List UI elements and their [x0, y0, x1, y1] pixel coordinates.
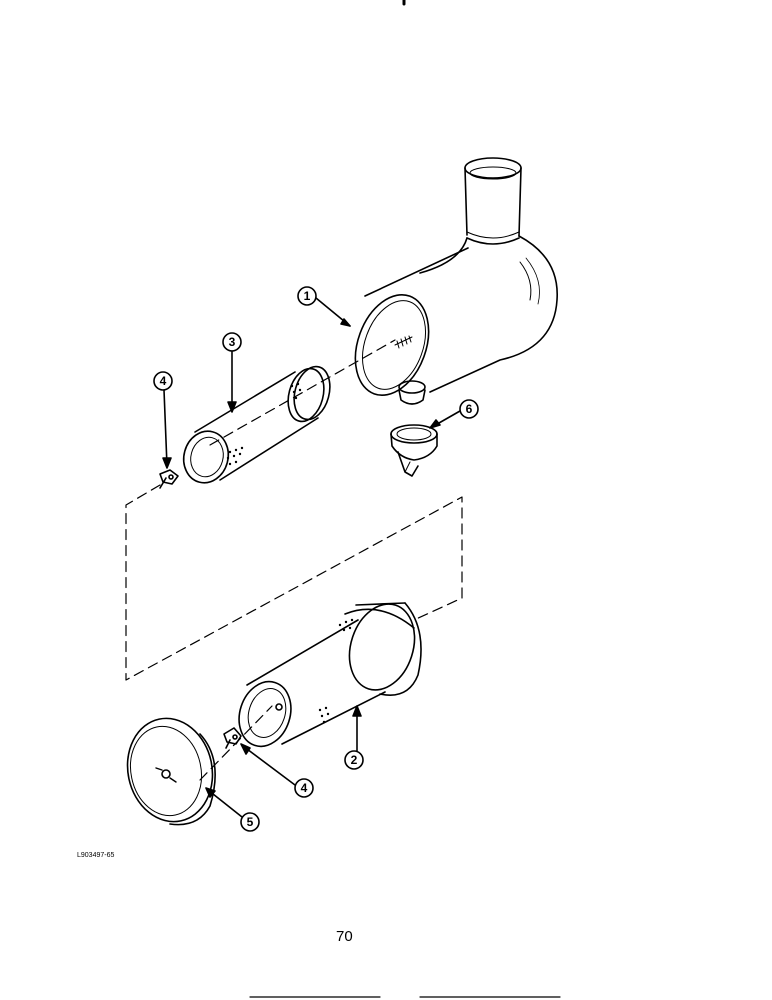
callout-5: 5 [205, 787, 260, 832]
page-number: 70 [336, 928, 353, 945]
svg-text:3: 3 [229, 335, 236, 349]
svg-text:4: 4 [160, 374, 167, 388]
svg-text:5: 5 [247, 815, 254, 829]
callout-4-lower: 4 [240, 743, 314, 798]
wing-nut-upper [159, 469, 179, 489]
callout-6: 6 [429, 399, 479, 429]
wing-nut-lower [223, 727, 242, 749]
primary-filter-element [238, 602, 422, 748]
callout-4-upper: 4 [153, 371, 173, 469]
svg-text:4: 4 [301, 781, 308, 795]
svg-text:2: 2 [351, 753, 358, 767]
dust-unloader-valve [390, 424, 438, 477]
callout-2: 2 [344, 705, 364, 770]
end-cover [126, 717, 216, 826]
scan-marks [249, 0, 561, 998]
air-cleaner-housing [354, 157, 558, 405]
callout-3: 3 [222, 332, 242, 413]
safety-filter-element [182, 365, 331, 484]
callout-1: 1 [297, 286, 351, 327]
svg-text:6: 6 [466, 402, 473, 416]
assembly-path-lines [125, 339, 463, 781]
svg-text:1: 1 [304, 289, 311, 303]
figure-id: L903497-65 [77, 852, 115, 859]
